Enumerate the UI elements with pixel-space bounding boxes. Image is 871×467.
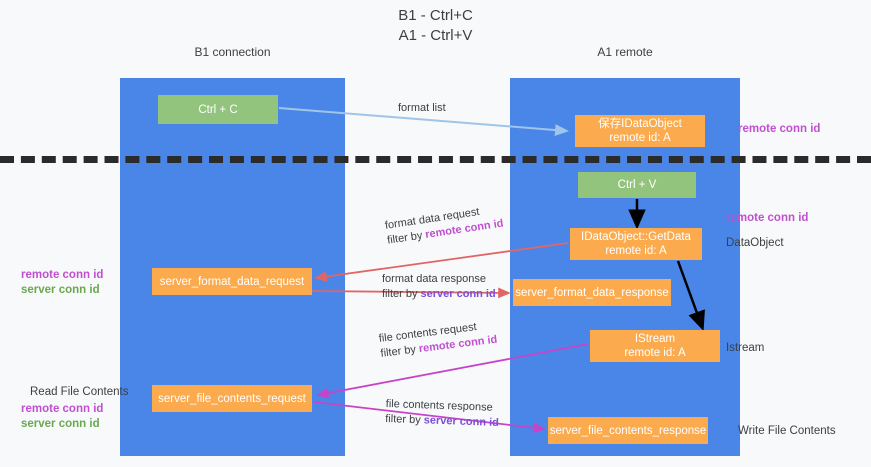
node-ctrl-v-label: Ctrl + V	[617, 179, 657, 191]
node-server-format-data-response-label: server_format_data_response	[515, 286, 669, 299]
node-save-idataobject[interactable]: 保存IDataObject remote id: A	[575, 115, 705, 147]
filter-by-prefix: filter by	[382, 288, 421, 300]
annotation-text: DataObject	[726, 237, 784, 249]
edge-label-format-data-response: format data response filter by server co…	[382, 272, 496, 302]
annotation-right-remote-conn-id-2: remote conn id	[726, 211, 808, 226]
node-istream-line2: remote id: A	[624, 347, 686, 359]
annotation-server-conn-id: server conn id	[21, 418, 100, 430]
node-ctrl-v[interactable]: Ctrl + V	[578, 172, 696, 198]
node-server-file-contents-request[interactable]: server_file_contents_request	[152, 385, 312, 412]
node-idataobject-getdata-line1: IDataObject::GetData	[581, 231, 691, 243]
node-server-format-data-response[interactable]: server_format_data_response	[513, 279, 671, 306]
annotation-text: Istream	[726, 342, 765, 354]
edge-label-format-data-response-line1: format data response	[382, 273, 486, 285]
annotation-text: Write File Contents	[738, 425, 836, 437]
filter-by-prefix: filter by	[385, 412, 424, 427]
node-server-file-contents-response[interactable]: server_file_contents_response	[548, 417, 708, 444]
edge-label-format-data-request: format data request filter by remote con…	[384, 202, 505, 249]
server-conn-id-highlight: server conn id	[420, 288, 496, 300]
column-header-b1: B1 connection	[194, 45, 271, 59]
annotation-remote-conn-id: remote conn id	[21, 403, 104, 415]
server-conn-id-highlight: server conn id	[423, 414, 500, 429]
annotation-text: remote conn id	[738, 123, 821, 135]
node-server-format-data-request[interactable]: server_format_data_request	[152, 268, 312, 295]
edge-label-format-list-text: format list	[398, 102, 446, 114]
annotation-server-conn-id: server conn id	[21, 284, 100, 296]
edge-label-file-contents-response: file contents response filter by server …	[385, 397, 500, 431]
annotation-left-conn-ids-2: remote conn id server conn id	[21, 402, 103, 432]
node-idataobject-getdata[interactable]: IDataObject::GetData remote id: A	[570, 228, 702, 260]
annotation-text: remote conn id	[726, 212, 809, 224]
node-istream[interactable]: IStream remote id: A	[590, 330, 720, 362]
column-header-a1: A1 remote	[597, 45, 653, 59]
edge-label-format-list: format list	[398, 101, 446, 116]
annotation-remote-conn-id: remote conn id	[21, 269, 104, 281]
annotation-right-write-file-contents: Write File Contents	[738, 424, 836, 439]
annotation-right-istream: Istream	[726, 341, 764, 356]
node-save-idataobject-line2: remote id: A	[609, 132, 671, 144]
node-istream-line1: IStream	[634, 333, 676, 345]
annotation-right-remote-conn-id-1: remote conn id	[738, 122, 820, 137]
dashed-separator	[0, 156, 871, 163]
node-server-file-contents-request-label: server_file_contents_request	[158, 392, 306, 405]
node-idataobject-getdata-line2: remote id: A	[605, 245, 667, 257]
diagram-title: B1 - Ctrl+C A1 - Ctrl+V	[398, 7, 473, 44]
node-server-file-contents-response-label: server_file_contents_response	[549, 424, 707, 437]
edge-label-file-contents-request: file contents request filter by remote c…	[378, 318, 498, 362]
annotation-left-conn-ids-1: remote conn id server conn id	[21, 268, 103, 298]
lane-a1-below-separator	[510, 161, 740, 456]
filter-by-prefix: filter by	[379, 343, 420, 360]
node-ctrl-c[interactable]: Ctrl + C	[158, 95, 278, 124]
edge-label-file-contents-response-line2: filter by server conn id	[385, 412, 499, 431]
annotation-right-dataobject: DataObject	[726, 236, 784, 251]
node-ctrl-c-label: Ctrl + C	[198, 103, 238, 116]
node-save-idataobject-line1: 保存IDataObject	[598, 118, 682, 130]
annotation-left-read-file-contents: Read File Contents	[30, 385, 128, 400]
edge-label-format-data-response-line2: filter by server conn id	[382, 287, 496, 302]
annotation-text: Read File Contents	[30, 386, 129, 398]
node-server-format-data-request-label: server_format_data_request	[159, 275, 305, 288]
